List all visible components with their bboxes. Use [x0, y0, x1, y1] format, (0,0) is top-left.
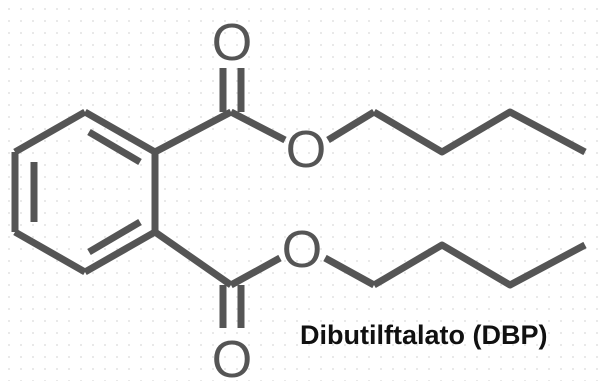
ester-oxygen-bottom: O	[282, 221, 322, 279]
carbonyl-to-ester-o-bottom	[229, 254, 282, 289]
ring-inner-bond-1	[87, 128, 142, 166]
ring-bond-3	[83, 228, 157, 276]
ring-inner-bond-2	[87, 218, 142, 256]
carbonyl-oxygen-bottom: O	[212, 331, 252, 381]
carbonyl-to-ester-o-top	[229, 108, 287, 144]
butyl-chain-bottom	[372, 241, 587, 289]
ring-to-carbonyl-top	[153, 108, 233, 156]
compound-name-caption: Dibutilftalato (DBP)	[300, 320, 548, 350]
ester-o-to-chain-bottom	[323, 254, 376, 289]
benzene-ring	[11, 108, 159, 276]
ring-bond-1	[83, 108, 157, 156]
ring-bond-6	[13, 108, 87, 156]
butyl-chain-top	[372, 108, 587, 156]
top-ester-group	[153, 68, 376, 156]
bottom-ester-group	[152, 229, 376, 328]
ester-o-to-chain-top	[326, 109, 376, 143]
carbonyl-oxygen-top: O	[212, 14, 252, 72]
ester-oxygen-top: O	[286, 121, 326, 179]
ring-to-carbonyl-bottom	[152, 229, 234, 288]
ring-bond-4	[13, 228, 87, 276]
